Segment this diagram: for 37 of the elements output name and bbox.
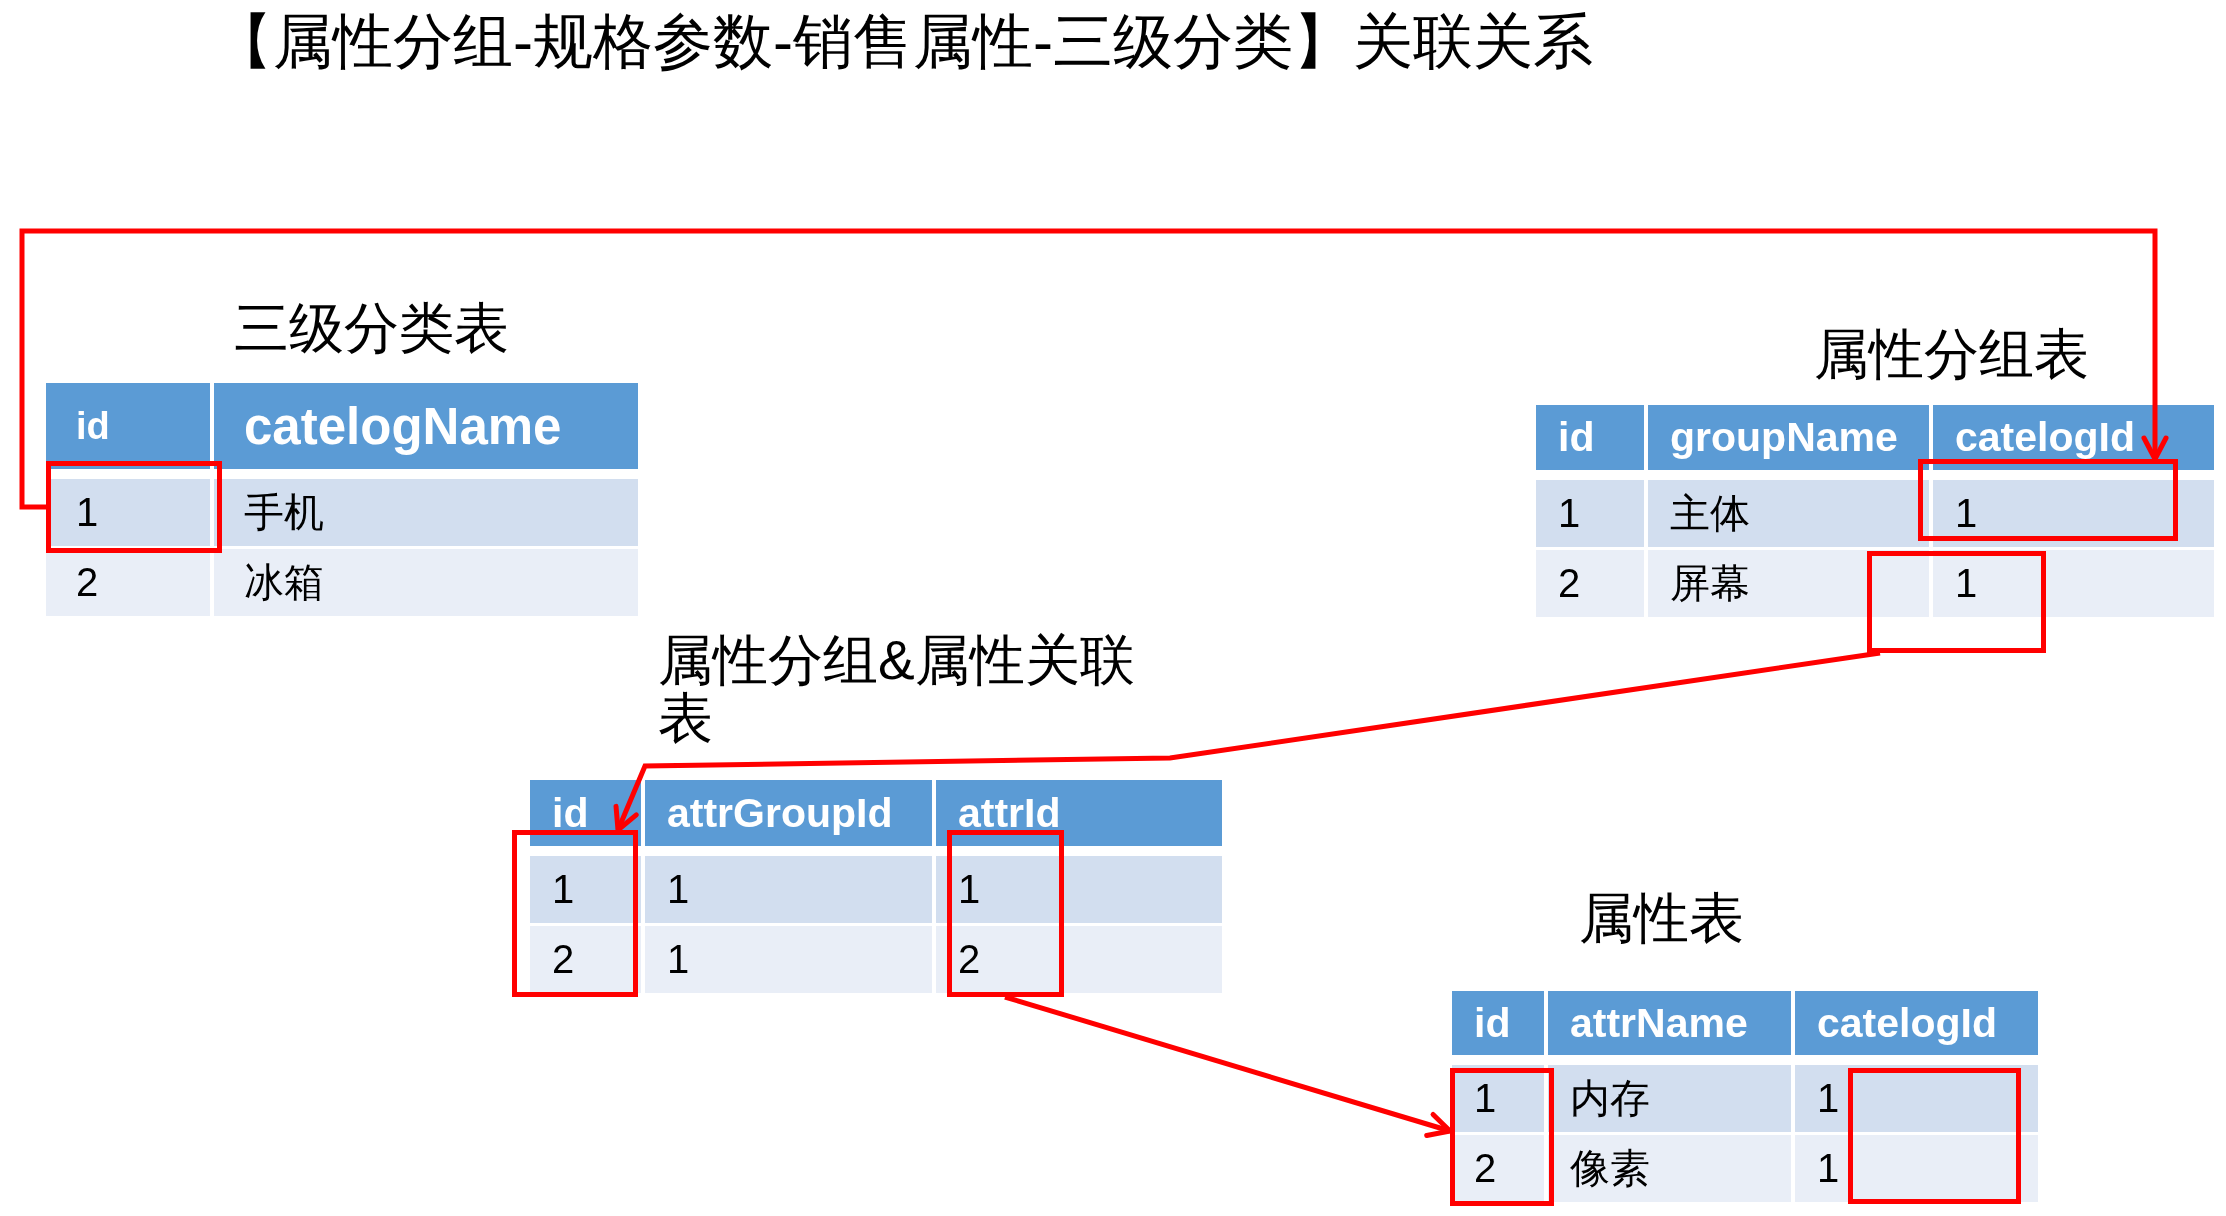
arrow [1004, 994, 1453, 1138]
table-cell: 2 [1536, 550, 1644, 617]
table-cell: 像素 [1548, 1135, 1791, 1202]
arrow [613, 650, 1881, 833]
table-cell: 1 [936, 856, 1222, 923]
table-cell: 1 [1933, 550, 2214, 617]
table-cell: 手机 [214, 479, 638, 546]
table-cell: 1 [530, 856, 641, 923]
table-header-cell: id [1536, 405, 1644, 470]
table-header-cell: attrId [936, 780, 1222, 846]
table-cell: 冰箱 [214, 549, 638, 616]
table-cell: 屏幕 [1648, 550, 1929, 617]
table-header-cell: catelogId [1795, 991, 2038, 1055]
table-title: 属性分组&属性关联表 [658, 632, 1136, 748]
table-cell: 1 [1795, 1065, 2038, 1132]
table-header-cell: attrName [1548, 991, 1791, 1055]
table-cell: 1 [1933, 480, 2214, 547]
table-cell: 1 [645, 856, 932, 923]
table-cell: 主体 [1648, 480, 1929, 547]
table-cell: 1 [1452, 1065, 1544, 1132]
table-header-cell: id [46, 383, 210, 469]
arrow [19, 228, 2169, 510]
table-cell: 2 [530, 926, 641, 993]
table-cell: 1 [1795, 1135, 2038, 1202]
table-header-cell: catelogName [214, 383, 638, 469]
table-cell: 2 [1452, 1135, 1544, 1202]
table-title: 属性分组表 [1814, 326, 2089, 384]
table-cell: 内存 [1548, 1065, 1791, 1132]
table-cell: 1 [1536, 480, 1644, 547]
table-header-cell: attrGroupId [645, 780, 932, 846]
table-header-cell: groupName [1648, 405, 1929, 470]
table-header-cell: id [1452, 991, 1544, 1055]
table-title: 属性表 [1579, 890, 1744, 948]
table-title: 三级分类表 [234, 300, 509, 358]
diagram-title: 【属性分组-规格参数-销售属性-三级分类】关联关系 [213, 7, 1593, 77]
table-cell: 1 [645, 926, 932, 993]
table-cell: 2 [936, 926, 1222, 993]
